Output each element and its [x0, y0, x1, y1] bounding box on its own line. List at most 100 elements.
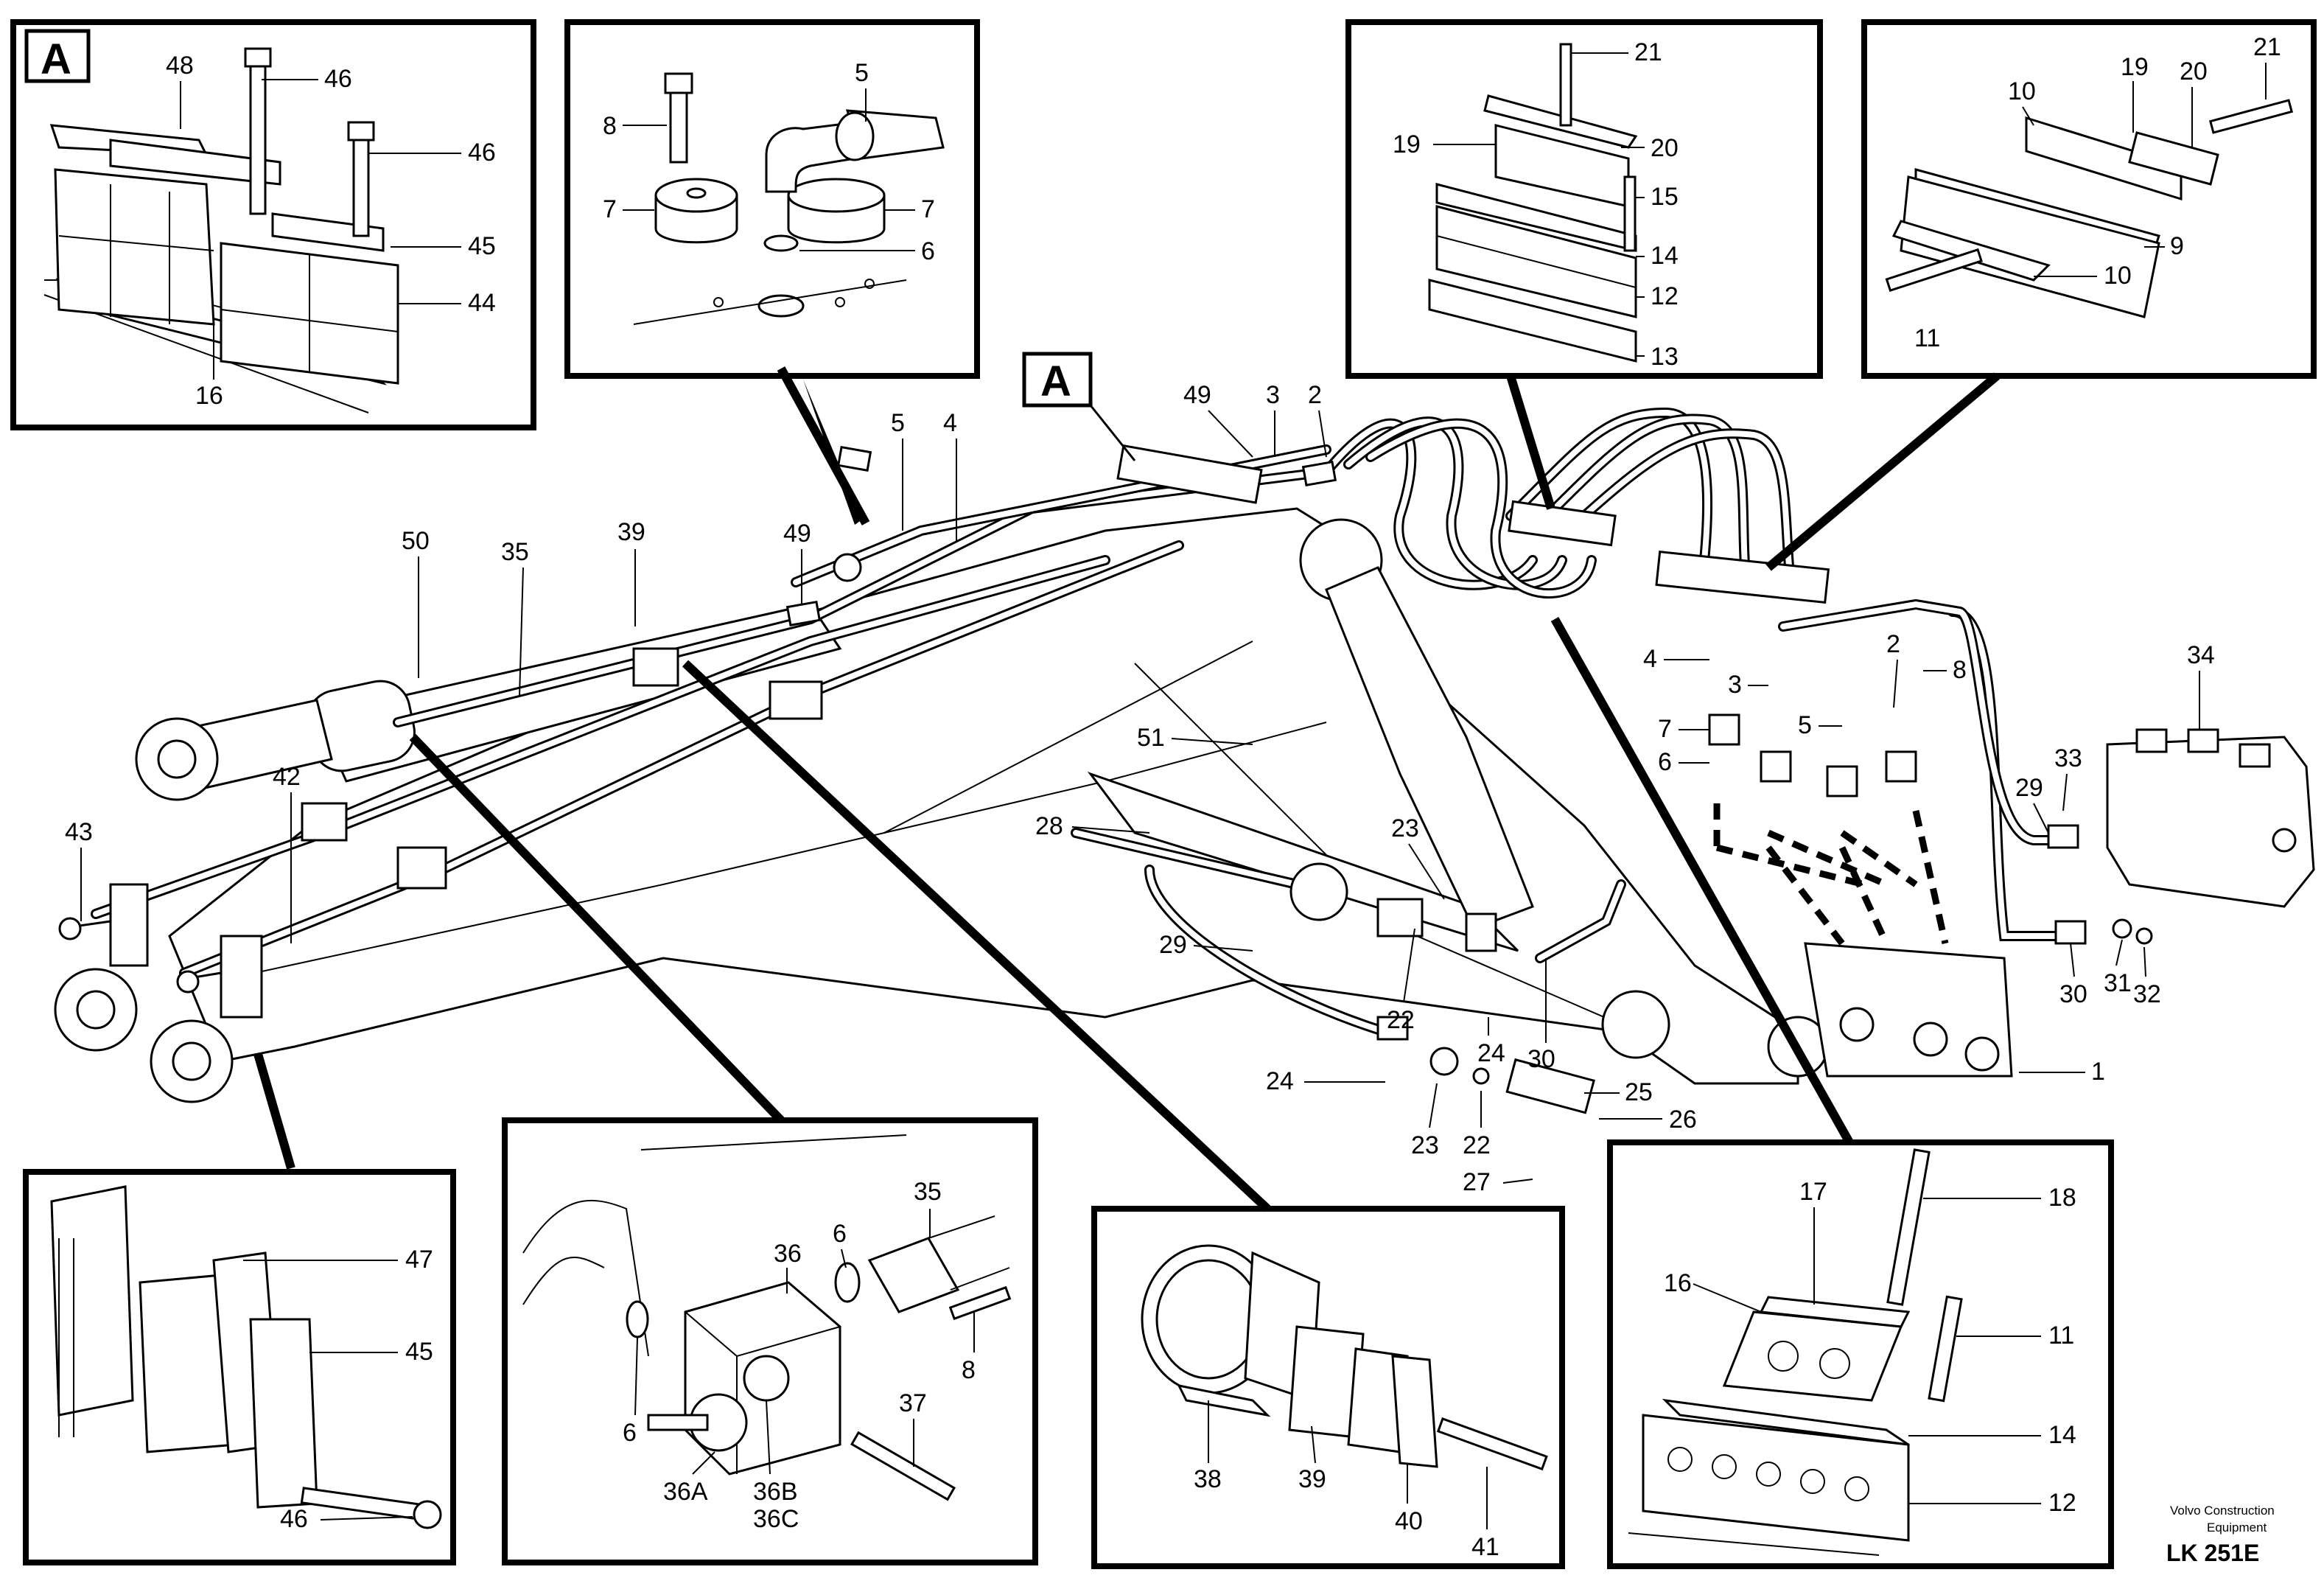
inset-clamp-a: A [10, 19, 536, 430]
callout-6: 6 [1658, 748, 1672, 776]
callout-39: 39 [1298, 1465, 1326, 1493]
callout-6: 6 [833, 1220, 847, 1248]
inset-marker: A [41, 35, 71, 83]
callout-5: 5 [891, 409, 905, 437]
credit-line-2: Equipment [2207, 1521, 2267, 1535]
callout-21: 21 [2253, 33, 2281, 61]
callout-36C: 36C [753, 1505, 799, 1533]
callout-40: 40 [1395, 1507, 1423, 1535]
callout-51: 51 [1137, 724, 1165, 752]
callout-6: 6 [623, 1419, 637, 1447]
callout-19: 19 [2121, 53, 2149, 81]
callout-31: 31 [2104, 969, 2132, 997]
callout-labels: 48 46 46 45 44 16 5 8 7 7 6 21 19 20 15 … [65, 33, 2281, 1561]
inset-leaders [253, 366, 2000, 1212]
inset-pipe-bracket [1091, 1206, 1565, 1569]
boom-assembly [54, 407, 2315, 1114]
publisher-credit: Volvo Construction Equipment LK 251E [2166, 1504, 2275, 1566]
callout-7: 7 [921, 195, 935, 223]
callout-36: 36 [774, 1240, 802, 1268]
callout-38: 38 [1194, 1465, 1222, 1493]
callout-10: 10 [2008, 77, 2036, 105]
inset-clamp-detail [1607, 1139, 2114, 1569]
callout-15: 15 [1651, 183, 1679, 211]
boom-inset-marker: A [1022, 352, 1136, 461]
callout-50: 50 [402, 527, 430, 555]
inset-clamp-rail [1861, 19, 2317, 379]
callout-34: 34 [2187, 641, 2215, 669]
callout-42: 42 [273, 763, 301, 791]
callout-28: 28 [1035, 812, 1063, 840]
callout-19: 19 [1393, 130, 1421, 158]
callout-4: 4 [1643, 645, 1657, 673]
callout-26: 26 [1669, 1106, 1697, 1134]
callout-8: 8 [962, 1356, 976, 1384]
callout-1: 1 [2091, 1058, 2105, 1086]
callout-14: 14 [1651, 242, 1679, 270]
callout-36B: 36B [753, 1478, 798, 1506]
callout-43: 43 [65, 818, 93, 846]
callout-2: 2 [1308, 381, 1322, 409]
callout-18: 18 [2048, 1184, 2076, 1212]
callout-32: 32 [2133, 980, 2161, 1008]
callout-48: 48 [166, 52, 194, 80]
callout-22: 22 [1387, 1006, 1415, 1034]
boom-marker-label: A [1040, 357, 1071, 405]
callout-35: 35 [914, 1178, 942, 1206]
callout-7: 7 [1658, 715, 1672, 743]
callout-37: 37 [899, 1389, 927, 1417]
inset-flange-fittings [564, 19, 980, 379]
callout-46: 46 [324, 65, 352, 93]
callout-14: 14 [2048, 1421, 2076, 1449]
callout-49: 49 [1183, 381, 1211, 409]
callout-5: 5 [1798, 711, 1812, 739]
callout-30: 30 [1527, 1045, 1555, 1073]
callout-25: 25 [1625, 1078, 1653, 1106]
callout-13: 13 [1651, 343, 1679, 371]
callout-46: 46 [280, 1505, 308, 1533]
callout-10: 10 [2104, 262, 2132, 290]
drawing-code: LK 251E [2166, 1540, 2259, 1566]
callout-21: 21 [1634, 38, 1662, 66]
callout-20: 20 [1651, 134, 1679, 162]
callout-29: 29 [1159, 931, 1187, 959]
callout-17: 17 [1799, 1178, 1827, 1206]
callout-30: 30 [2059, 980, 2087, 1008]
inset-clamp-stack [1345, 19, 1823, 379]
callout-46: 46 [468, 139, 496, 167]
inset-wall-clamp [23, 1169, 456, 1565]
callout-9: 9 [2170, 232, 2184, 260]
callout-44: 44 [468, 289, 496, 317]
callout-20: 20 [2180, 57, 2208, 85]
callout-49: 49 [783, 520, 811, 548]
callout-12: 12 [1651, 282, 1679, 310]
callout-35: 35 [501, 538, 529, 566]
callout-24: 24 [1477, 1039, 1505, 1067]
callout-47: 47 [405, 1246, 433, 1274]
callout-33: 33 [2054, 744, 2082, 772]
callout-3: 3 [1266, 381, 1280, 409]
callout-12: 12 [2048, 1489, 2076, 1517]
callout-36A: 36A [663, 1478, 708, 1506]
callout-16: 16 [195, 382, 223, 410]
callout-11: 11 [1914, 324, 1940, 352]
callout-23: 23 [1411, 1131, 1439, 1159]
callout-6: 6 [921, 237, 935, 265]
callout-23: 23 [1391, 814, 1419, 842]
callout-8: 8 [1953, 656, 1967, 684]
callout-8: 8 [603, 112, 617, 140]
callout-11: 11 [2048, 1322, 2074, 1350]
credit-line-1: Volvo Construction [2170, 1504, 2275, 1518]
callout-24: 24 [1266, 1067, 1294, 1095]
inset-valve-block [502, 1117, 1038, 1565]
callout-27: 27 [1463, 1168, 1491, 1196]
callout-3: 3 [1728, 671, 1742, 699]
callout-4: 4 [943, 409, 957, 437]
callout-16: 16 [1664, 1269, 1692, 1297]
callout-39: 39 [617, 518, 645, 546]
callout-45: 45 [405, 1338, 433, 1366]
callout-22: 22 [1463, 1131, 1491, 1159]
callout-29: 29 [2015, 774, 2043, 802]
callout-45: 45 [468, 232, 496, 260]
